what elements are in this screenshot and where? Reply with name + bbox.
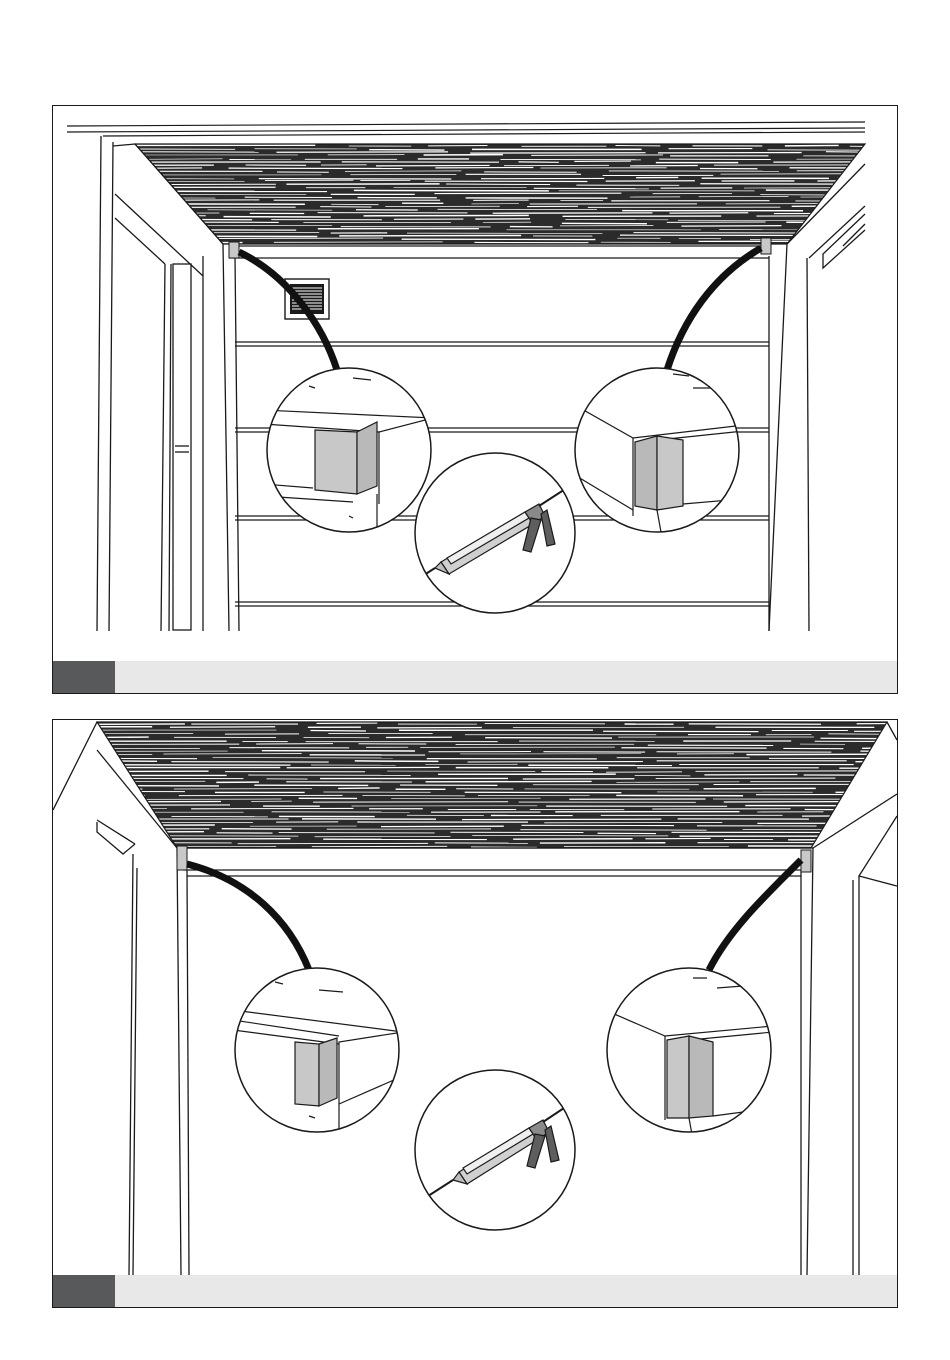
sealant-gun-detail [415, 1070, 582, 1230]
corner-trim-right [801, 850, 811, 872]
instruction-panel-2 [52, 719, 898, 1308]
callout-leader-right [667, 248, 761, 370]
corner-trim-left [177, 846, 187, 870]
instruction-panel-1 [52, 105, 898, 694]
corner-trim-right [761, 238, 771, 254]
step-footer-bar [53, 1275, 897, 1307]
corner-trim-right-detail [573, 368, 753, 532]
panel-2-illustration [53, 720, 897, 1275]
step-footer-bar [53, 661, 897, 693]
door-frame [177, 848, 813, 876]
sealant-gun-detail [407, 453, 576, 613]
callout-leader-left [187, 864, 309, 970]
panel-1-illustration [53, 106, 897, 661]
step-number-tab [53, 661, 115, 693]
ceiling-boards [133, 142, 873, 246]
corner-trim-left [229, 242, 239, 258]
corner-trim-right-detail [605, 968, 773, 1140]
corner-trim-left-detail [263, 368, 433, 536]
roof-eave [67, 122, 865, 136]
step-number-tab [53, 1275, 115, 1307]
corner-trim-left-detail [233, 968, 403, 1140]
ceiling-boards [93, 720, 893, 851]
